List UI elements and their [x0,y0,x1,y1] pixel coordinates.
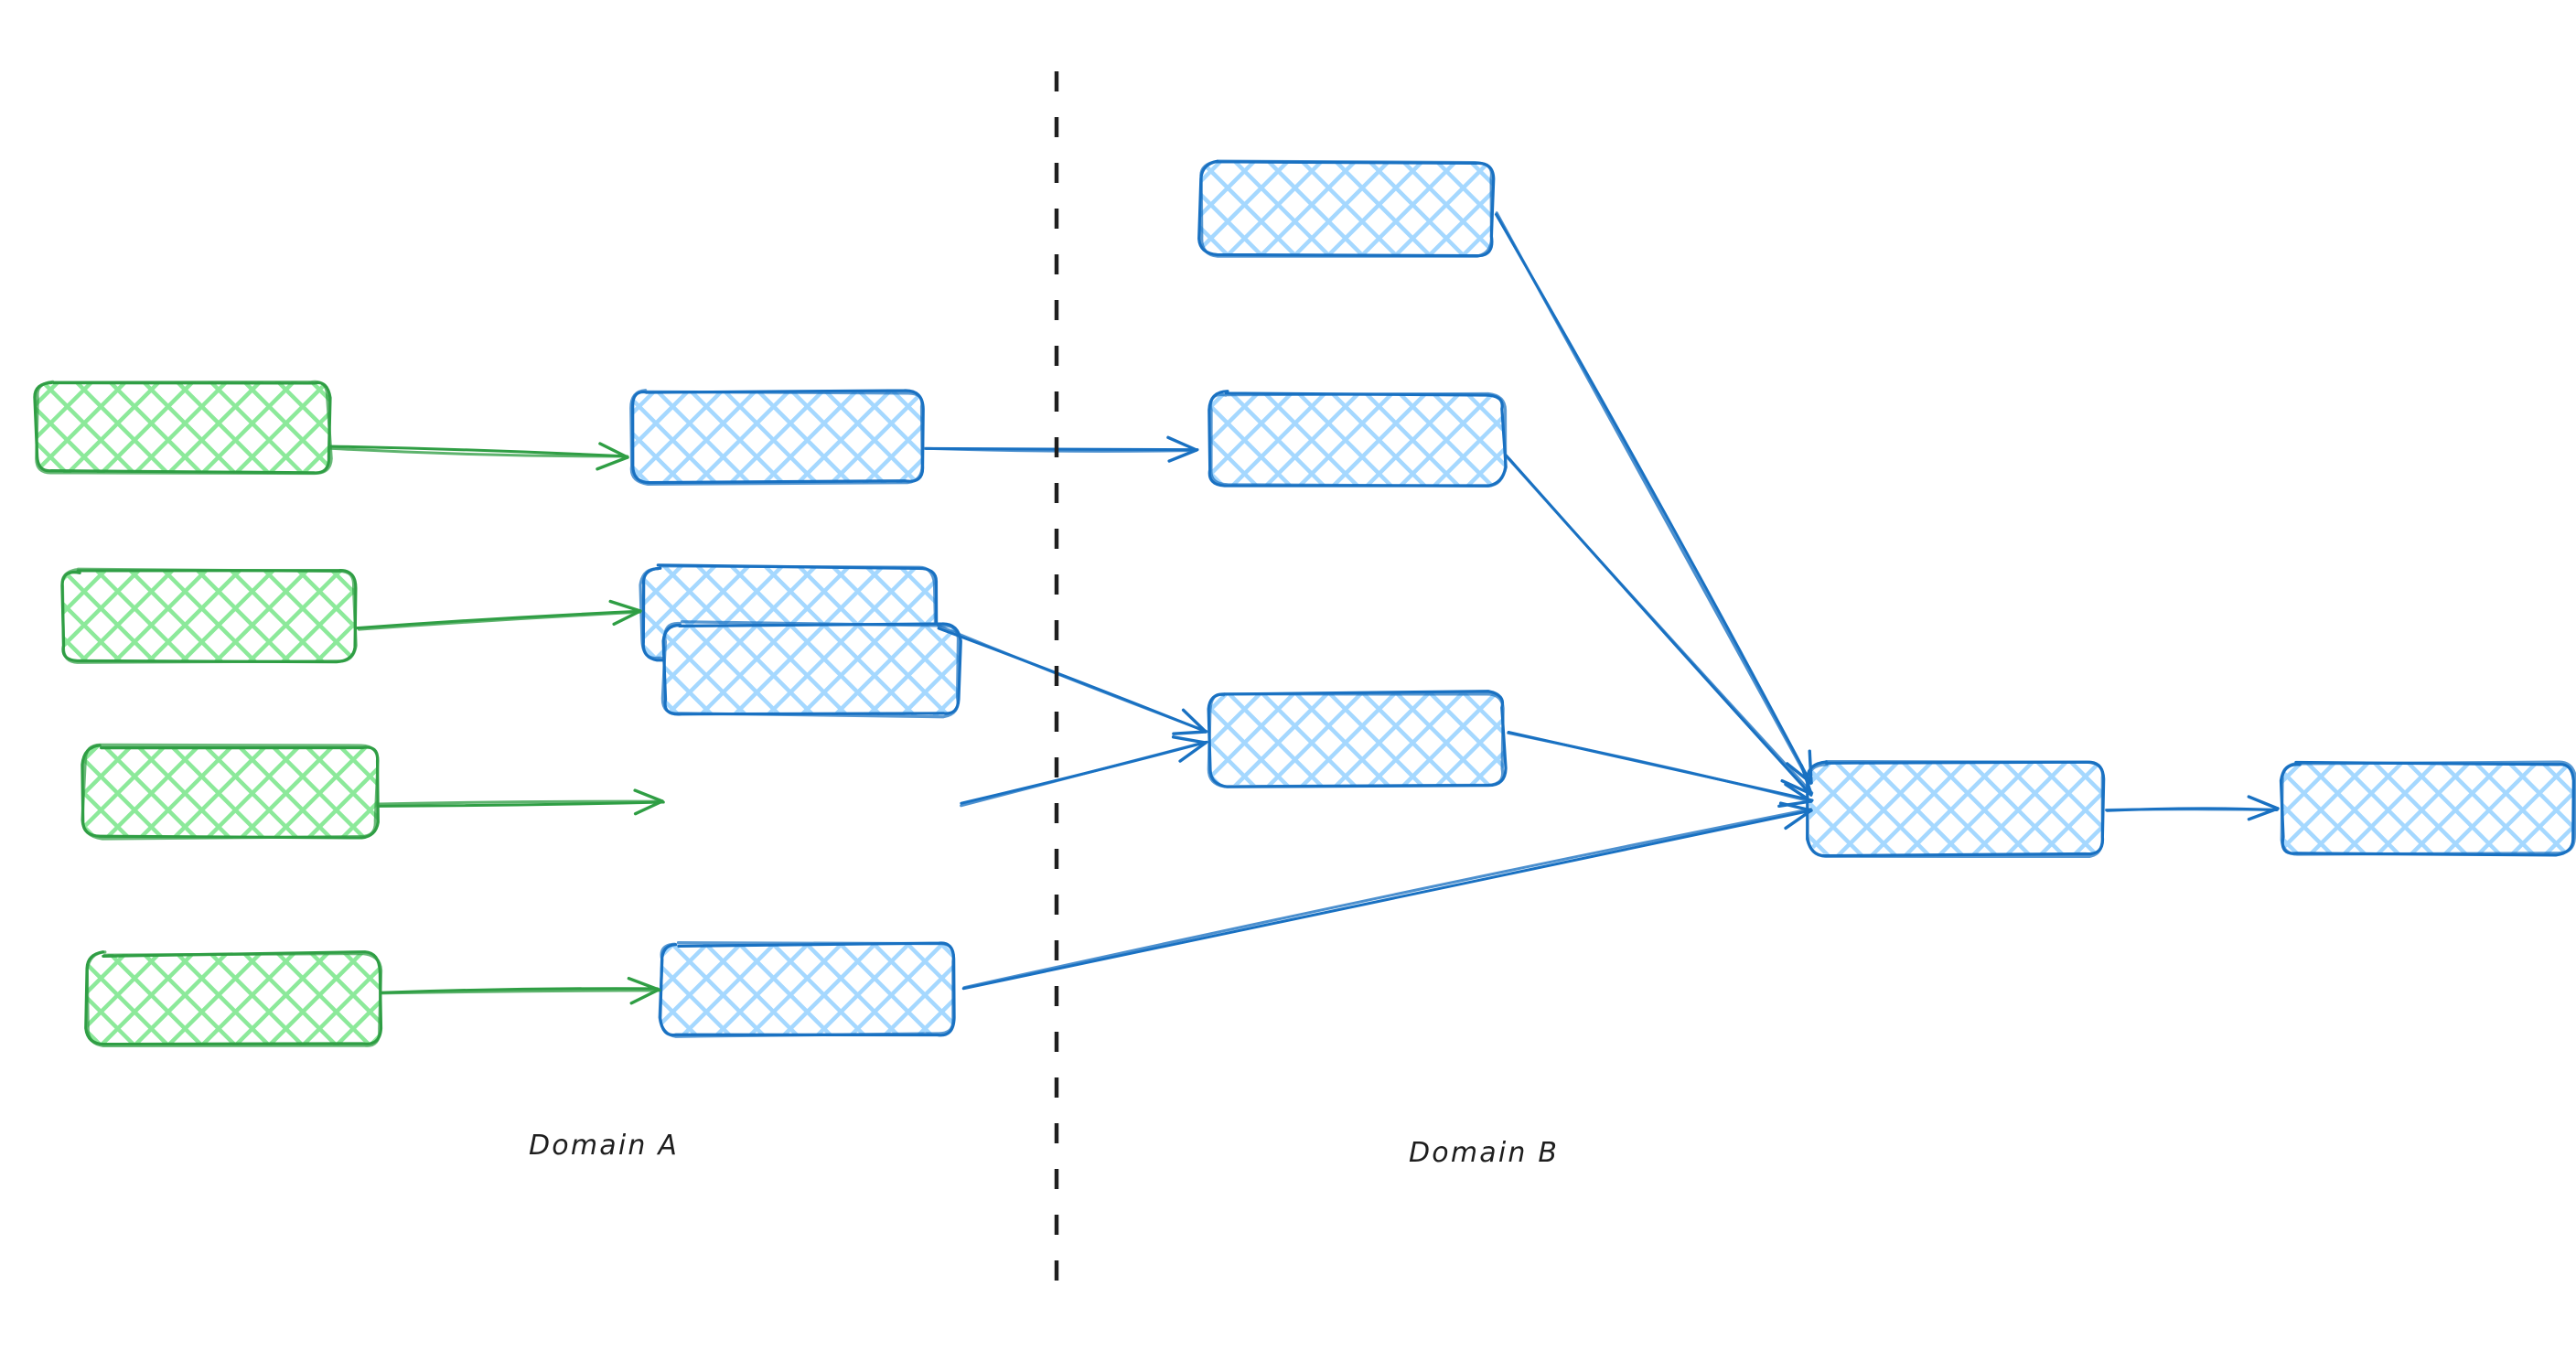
arrow-head-stroke [627,976,660,991]
edge-b4-to-b5[interactable] [2104,795,2280,821]
edge-b2-to-b4[interactable] [1504,454,1814,797]
node-fill [84,746,377,838]
node-fill [1809,763,2104,854]
arrow-head-stroke [1784,809,1813,831]
node-fill [631,391,922,483]
node-fill [1200,163,1493,254]
arrow-head-stroke [1167,448,1198,463]
label-domain-b: Domain B [1409,1137,1559,1169]
edge-b1-to-b4[interactable] [1494,211,1813,785]
edge-a4-to-m4[interactable] [379,976,661,1005]
arrow-head-stroke [1178,741,1208,763]
edge-line [937,624,1208,734]
edge-m4-to-b4[interactable] [961,801,1813,991]
node-outline [660,620,961,719]
node-b1[interactable] [1197,159,1496,258]
arrow-head-stroke [2247,795,2280,810]
node-fill [1209,393,1504,485]
node-b4[interactable] [1806,759,2106,858]
arrow-head-stroke [612,609,642,627]
edges-layer [327,211,2280,1005]
arrow-head-stroke [596,456,629,471]
node-m4[interactable] [658,941,956,1038]
node-a4[interactable] [84,950,383,1047]
edge-line [1507,731,1813,803]
edge-line [961,809,1812,991]
arrow-head-stroke [1181,708,1208,734]
edge-line [327,445,628,458]
node-fill [2281,763,2574,854]
node-b5[interactable] [2279,760,2576,857]
node-outline [1199,159,1494,258]
node-fill [664,624,959,715]
arrow-head-stroke [1784,782,1813,803]
labels-layer: Domain A Domain B [529,1130,1559,1169]
node-fill [660,944,955,1035]
arrow-head-stroke [2247,807,2280,821]
node-b2[interactable] [1208,390,1508,488]
arrow-head-stroke [1780,778,1813,796]
arrow-head-stroke [633,788,664,803]
node-outline [35,380,333,476]
edge-line [1495,211,1812,785]
node-fill [88,954,381,1045]
node-b3[interactable] [1207,690,1508,788]
edge-line [380,989,661,995]
edge-line [2104,808,2279,812]
node-outline [60,567,358,664]
arrow-head-stroke [633,799,664,816]
edge-line [960,740,1207,808]
node-fill [1209,693,1504,785]
arrow-head-stroke [629,988,660,1005]
node-outline [2280,760,2576,856]
arrow-head-stroke [1808,749,1813,785]
arrow-head-stroke [1778,801,1813,812]
edge-line [328,446,629,458]
node-outline [1207,692,1505,788]
node-fill [37,381,329,473]
label-domain-a: Domain A [529,1130,679,1162]
node-m3[interactable] [660,620,962,719]
edge-a1-to-m1[interactable] [327,442,629,471]
edge-line [376,799,664,806]
node-outline [85,950,383,1047]
node-a2[interactable] [60,567,358,664]
arrow-head-stroke [598,442,629,459]
arrow-head-stroke [1166,435,1198,452]
edge-line [962,808,1812,990]
nodes-layer [33,159,2576,1047]
node-a1[interactable] [33,380,333,476]
node-m1[interactable] [629,389,925,486]
edge-a3-to-m3[interactable] [376,788,665,816]
edge-m2-to-b3[interactable] [937,624,1208,735]
edge-m1-to-b2[interactable] [922,435,1199,463]
edge-line [377,800,665,808]
edge-m3-to-b3[interactable] [960,735,1208,808]
node-outline [658,941,955,1038]
arrow-head-stroke [1799,764,1813,796]
edge-line [1507,456,1814,795]
arrow-head-stroke [1172,730,1208,735]
arrow-head-stroke [1171,735,1208,745]
node-outline [1208,391,1508,488]
edge-line [357,610,642,631]
node-outline [629,389,924,486]
node-a3[interactable] [80,743,380,841]
edge-a2-to-m2[interactable] [355,599,642,631]
node-outline [80,743,380,841]
node-fill [62,571,355,662]
arrow-head-stroke [608,599,642,613]
node-outline [1806,759,2105,858]
